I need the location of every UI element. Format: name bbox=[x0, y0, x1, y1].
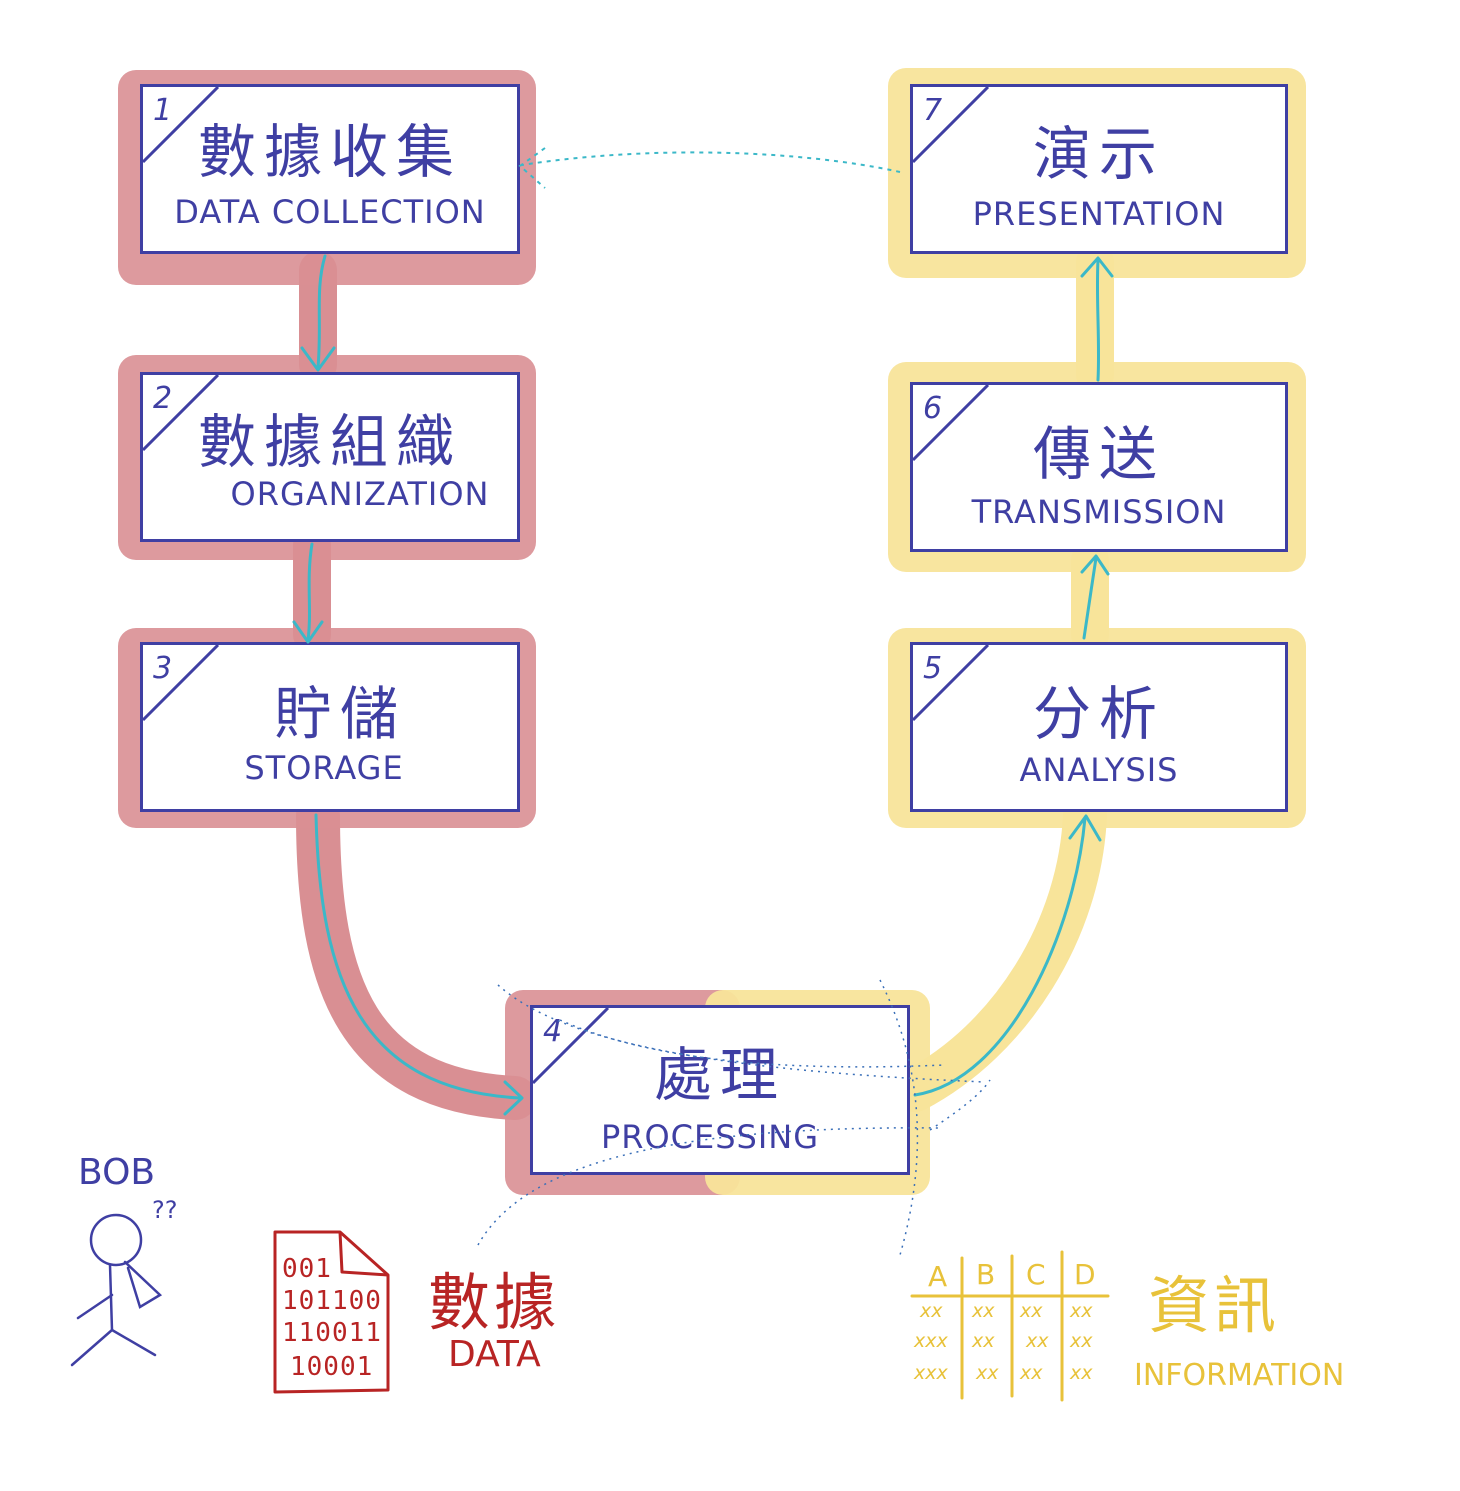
table-header: A bbox=[928, 1260, 948, 1293]
arrowhead-6-7 bbox=[1080, 256, 1114, 278]
table-cell: xx bbox=[972, 1300, 995, 1322]
arrow-2-3 bbox=[306, 542, 314, 642]
step-title-zh: 分析 bbox=[1032, 680, 1165, 748]
table-cell: xx bbox=[1070, 1362, 1093, 1384]
data-label-zh: 數據 bbox=[428, 1266, 561, 1339]
step-title-en: ORGANIZATION bbox=[230, 475, 490, 513]
step-title-en: TRANSMISSION bbox=[971, 493, 1227, 531]
binary-row: 101100 bbox=[282, 1286, 382, 1316]
step-number: 2 bbox=[153, 381, 173, 416]
step-number: 6 bbox=[923, 391, 943, 426]
corner-slash bbox=[143, 645, 220, 722]
arrow-5-6 bbox=[1082, 556, 1098, 640]
dotted-line bbox=[879, 979, 919, 1256]
table-cell: xx bbox=[972, 1330, 995, 1352]
dashed-arrow-7-1 bbox=[521, 151, 901, 173]
table-cell: xx bbox=[1026, 1330, 1049, 1352]
dotted-line bbox=[497, 984, 986, 1083]
step-box-3: 3 貯儲 STORAGE bbox=[140, 642, 520, 812]
step-number: 5 bbox=[923, 651, 943, 686]
person-name: BOB bbox=[78, 1152, 156, 1193]
information-label-en: INFORMATION bbox=[1134, 1358, 1345, 1393]
dashed-arrowhead-7-1 bbox=[518, 147, 546, 189]
binary-row: 110011 bbox=[282, 1318, 382, 1348]
step-box-1: 1 數據收集 DATA COLLECTION bbox=[140, 84, 520, 254]
table-header: C bbox=[1026, 1258, 1046, 1291]
step-box-2: 2 數據組織 ORGANIZATION bbox=[140, 372, 520, 542]
table-cell: xxx bbox=[914, 1362, 948, 1384]
binary-row: 001 bbox=[282, 1254, 332, 1284]
table-cell: xx bbox=[920, 1300, 943, 1322]
corner-slash bbox=[913, 385, 990, 462]
arrowhead-1-2 bbox=[300, 346, 336, 372]
step-number: 7 bbox=[923, 93, 943, 128]
step-title-en: DATA COLLECTION bbox=[174, 193, 486, 231]
table-cell: xx bbox=[1020, 1300, 1043, 1322]
binary-row: 10001 bbox=[290, 1352, 374, 1382]
person-question: ?? bbox=[152, 1196, 178, 1224]
data-label-en: DATA bbox=[448, 1334, 541, 1375]
step-title-en: PRESENTATION bbox=[972, 195, 1226, 233]
table-header: D bbox=[1074, 1258, 1096, 1291]
arrow-4-5 bbox=[913, 816, 1087, 1097]
table-header: B bbox=[976, 1258, 996, 1291]
arrowhead-4-5 bbox=[1068, 814, 1102, 842]
step-title-zh: 演示 bbox=[1032, 120, 1165, 188]
arrow-1-2 bbox=[316, 254, 327, 370]
arrowhead-5-6 bbox=[1080, 554, 1110, 576]
step-title-zh: 貯儲 bbox=[273, 680, 406, 748]
corner-slash bbox=[143, 87, 220, 164]
step-box-7: 7 演示 PRESENTATION bbox=[910, 84, 1288, 254]
corner-slash bbox=[913, 87, 990, 164]
step-box-5: 5 分析 ANALYSIS bbox=[910, 642, 1288, 812]
table-cell: xx bbox=[1070, 1330, 1093, 1352]
table-cell: xx bbox=[1020, 1362, 1043, 1384]
dotted-line bbox=[559, 1019, 946, 1068]
step-number: 3 bbox=[153, 651, 173, 686]
step-title-zh: 數據組織 bbox=[197, 408, 462, 476]
arrow-3-4 bbox=[314, 813, 522, 1100]
step-number: 4 bbox=[543, 1014, 563, 1049]
table-cell: xx bbox=[1070, 1300, 1093, 1322]
step-number: 1 bbox=[153, 93, 173, 128]
arrowhead-3-4 bbox=[503, 1080, 524, 1116]
step-title-zh: 數據收集 bbox=[197, 118, 462, 186]
step-title-zh: 處理 bbox=[653, 1041, 786, 1109]
table-cell: xx bbox=[976, 1362, 999, 1384]
step-title-en: ANALYSIS bbox=[1019, 751, 1179, 789]
corner-slash bbox=[533, 1008, 610, 1085]
corner-slash bbox=[143, 375, 220, 452]
step-title-en: STORAGE bbox=[244, 749, 404, 787]
arrowhead-2-3 bbox=[292, 620, 324, 644]
arrow-6-7 bbox=[1095, 258, 1101, 382]
table-cell: xxx bbox=[914, 1330, 948, 1352]
step-title-en: PROCESSING bbox=[600, 1118, 820, 1156]
step-title-zh: 傳送 bbox=[1032, 420, 1165, 488]
information-label-zh: 資訊 bbox=[1148, 1269, 1281, 1342]
corner-slash bbox=[913, 645, 990, 722]
step-box-6: 6 傳送 TRANSMISSION bbox=[910, 382, 1288, 552]
